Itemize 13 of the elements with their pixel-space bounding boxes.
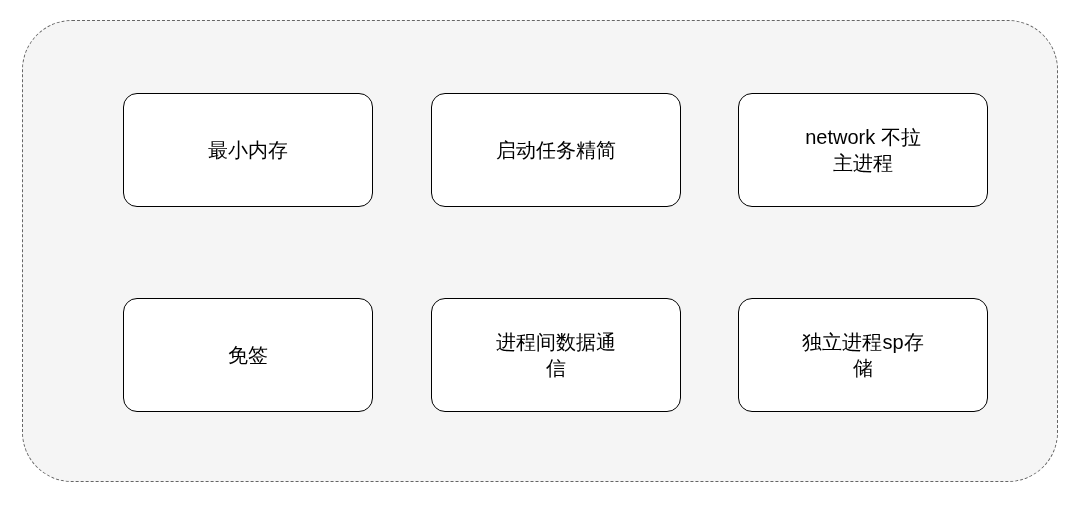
process-box [738, 93, 988, 207]
dashed-container [22, 20, 1058, 482]
process-box [738, 298, 988, 412]
box-label: 免签 [228, 343, 268, 368]
process-box [123, 93, 373, 207]
process-box [123, 298, 373, 412]
box-label: 进程间数据通信 [495, 330, 617, 381]
process-box [431, 93, 681, 207]
box-label: 启动任务精简 [496, 138, 616, 163]
box-label: 独立进程sp存储 [801, 330, 925, 381]
box-label: 最小内存 [208, 138, 288, 163]
process-box [431, 298, 681, 412]
box-label: network 不拉主进程 [804, 125, 922, 176]
